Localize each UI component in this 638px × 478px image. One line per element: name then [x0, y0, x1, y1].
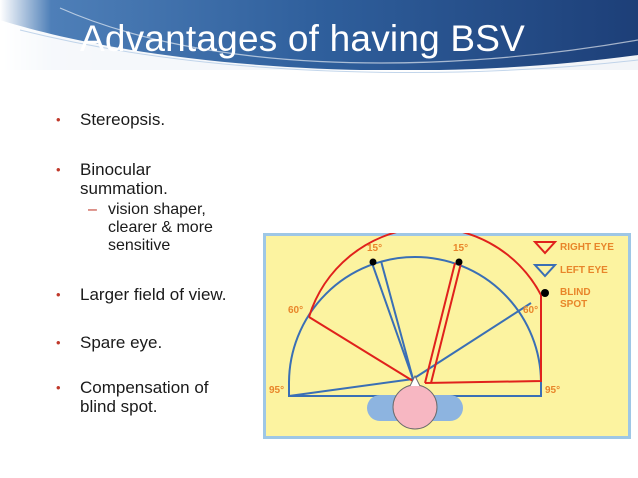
sub-bullet-marker: –	[88, 201, 97, 218]
left-eye-field-outline	[288, 256, 542, 397]
blind-spot-left-marker	[369, 258, 377, 266]
angle-label-right-60: 60°	[523, 305, 538, 316]
right-eye-blind-wedge	[424, 262, 462, 384]
legend-blind-spot-label-2: SPOT	[560, 299, 587, 310]
legend-right-eye-icon	[532, 241, 558, 255]
bullet-marker: •	[56, 335, 61, 350]
angle-label-left-15: 15°	[367, 243, 382, 254]
title-banner: Advantages of having BSV	[0, 0, 638, 80]
left-eye-blind-wedge-b	[380, 260, 414, 380]
legend-left-eye-icon	[532, 264, 558, 278]
nose	[409, 374, 421, 387]
bullet-marker: •	[56, 380, 61, 395]
legend-blind-spot-icon	[541, 289, 549, 297]
blind-spot-right-marker	[455, 258, 463, 266]
legend-left-eye-label: LEFT EYE	[560, 265, 608, 276]
legend-right-eye-label: RIGHT EYE	[560, 242, 614, 253]
bullet-marker: •	[56, 162, 61, 177]
head-face	[392, 384, 438, 430]
angle-label-right-95: 95°	[545, 385, 560, 396]
visual-field-diagram: 15° 15° 60° 60° 95° 95° RIGHT EYE LEFT E…	[263, 226, 631, 439]
angle-label-left-60: 60°	[288, 305, 303, 316]
bullet-marker: •	[56, 112, 61, 127]
angle-label-left-95: 95°	[269, 385, 284, 396]
legend-blind-spot-label-1: BLIND	[560, 287, 591, 298]
right-eye-nasal-limit	[308, 316, 414, 382]
angle-label-right-15: 15°	[453, 243, 468, 254]
banner-graphic	[0, 0, 638, 80]
right-eye-temporal-limit	[424, 295, 542, 384]
bullet-marker: •	[56, 287, 61, 302]
left-eye-nasal-limit	[412, 302, 532, 380]
page-title: Advantages of having BSV	[80, 18, 525, 59]
visual-field-svg: 15° 15° 60° 60° 95° 95° RIGHT EYE LEFT E…	[263, 226, 631, 439]
